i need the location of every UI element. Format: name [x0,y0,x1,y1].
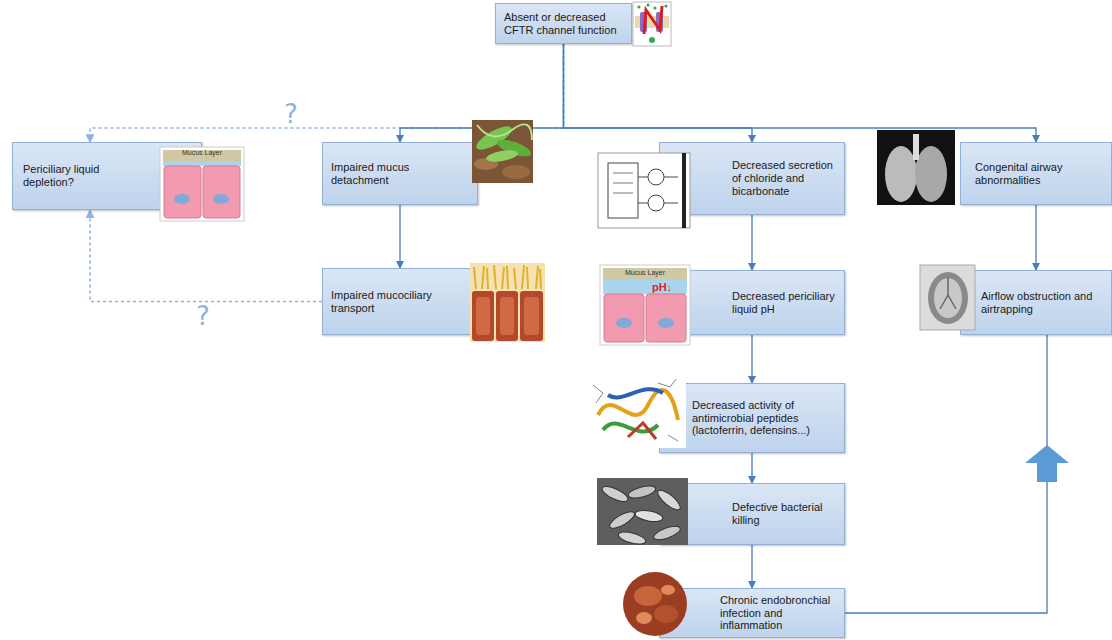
box-text: Impaired mucociliary transport [331,289,459,315]
lung-ct-image [920,265,975,330]
edge-label: ? [194,303,212,329]
icon-label: pH↓ [644,282,680,293]
dashed-connector [90,210,322,302]
connector [845,335,1047,613]
box-text: Impaired mucus detachment [331,161,459,187]
ion-transport-schematic [598,153,690,228]
connector [564,44,753,142]
connector [1035,205,1036,270]
process-box: Impaired mucociliary transport [322,268,478,335]
block-arrowhead [1025,445,1069,482]
box-text: Congenital airway abnormalities [975,161,1105,187]
mucus-micrograph [472,120,533,183]
airway-epithelium-icon [600,265,690,345]
box-text: Periciliary liquid depletion? [23,163,151,189]
inflamed-tissue-image [623,572,687,636]
box-text: Absent or decreased CFTR channel functio… [504,11,627,37]
connector [751,453,752,483]
cilia-illustration [470,263,545,342]
process-box: Airflow obstruction and airtrapping [960,270,1112,335]
cftr-channel-icon [633,2,671,46]
process-box: Absent or decreased CFTR channel functio… [495,3,632,44]
connector [564,44,1037,142]
box-text: Decreased activity of antimicrobial pept… [692,399,838,438]
icon-label: Mucus Layer [610,269,680,276]
box-text: Chronic endobronchial infection and infl… [720,594,838,633]
airway-epithelium-icon [160,147,244,221]
connector [751,335,752,383]
icon-label: Mucus Layer [168,149,236,156]
connector [751,215,752,270]
peptide-structure [588,375,686,448]
process-box: Impaired mucus detachment [322,142,478,205]
edge-label: ? [282,101,300,127]
connector [751,545,752,588]
box-text: Airflow obstruction and airtrapping [981,290,1105,316]
box-text: Defective bacterial killing [732,501,838,527]
airway-ct-image [877,130,955,205]
process-box: Chronic endobronchial infection and infl… [659,588,845,638]
box-text: Decreased periciliary liquid pH [732,290,838,316]
process-box: Decreased activity of antimicrobial pept… [659,383,845,453]
box-text: Decreased secretion of chloride and bica… [732,159,838,198]
connector [399,205,400,268]
bacteria-micrograph [597,478,688,546]
process-box: Congenital airway abnormalities [960,142,1112,205]
